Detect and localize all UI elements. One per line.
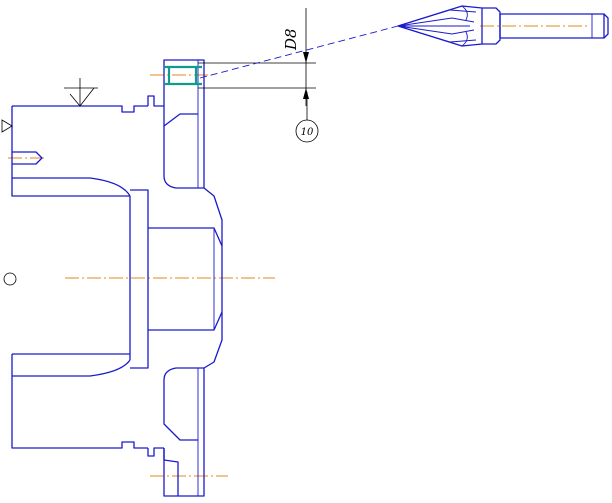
- lower-groove: [147, 447, 164, 457]
- dimension-label: D8: [282, 28, 300, 51]
- lower-inner-rib: [163, 367, 204, 441]
- tool-shank: [499, 13, 605, 39]
- upper-bore-curve: [12, 177, 131, 197]
- callout-number: 10: [301, 127, 314, 138]
- countersink-tool: [397, 5, 609, 47]
- highlighted-hole: [164, 65, 202, 86]
- callout-balloon: 10: [295, 92, 319, 143]
- hub-collar: [130, 189, 149, 369]
- lower-flange-step: [163, 448, 179, 496]
- datum-triangle: [1, 119, 13, 133]
- center-lines: [8, 25, 590, 477]
- lower-flange: [163, 368, 205, 497]
- surface-finish-symbol: [64, 78, 98, 107]
- dimension-d8: D8: [198, 8, 316, 106]
- hub-upper-chamfer: [203, 187, 223, 246]
- upper-groove: [147, 95, 164, 107]
- upper-flange-chamfer: [163, 106, 198, 127]
- tool-leader-line: [199, 25, 399, 79]
- center-marker-circle: [3, 272, 17, 286]
- upper-inner-rib: [163, 126, 204, 189]
- upper-body-top-edge: [12, 105, 148, 113]
- lower-body-outline: [11, 354, 148, 449]
- part-outline: [11, 59, 223, 497]
- hub-lower-chamfer: [203, 312, 223, 369]
- tool-cutting-head: [397, 5, 483, 47]
- left-tapped-hole: [12, 151, 43, 165]
- hub-body: [148, 227, 223, 331]
- lower-bore-curve: [12, 359, 131, 377]
- tool-shank-end: [603, 13, 609, 39]
